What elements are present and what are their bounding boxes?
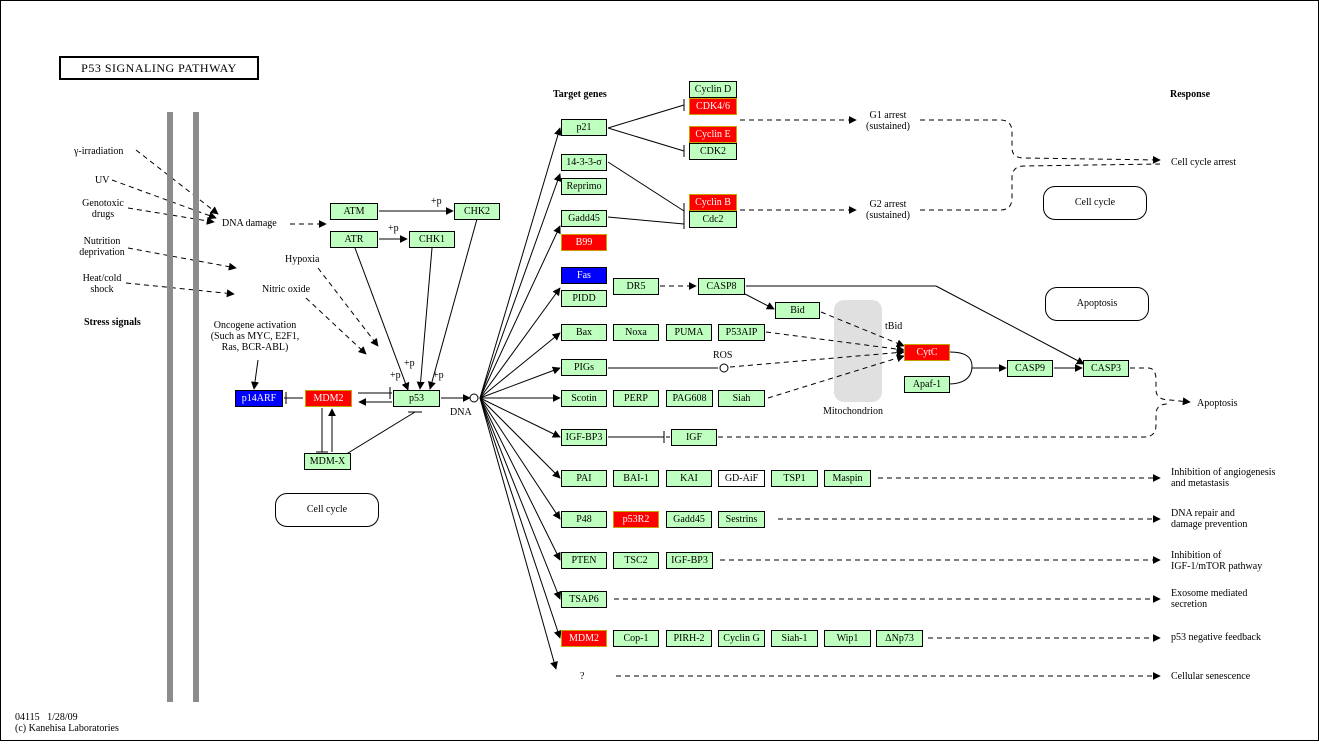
- gene-tsc2[interactable]: TSC2: [613, 552, 659, 569]
- gene-casp3[interactable]: CASP3: [1083, 360, 1129, 377]
- gene-dr5[interactable]: DR5: [613, 278, 659, 295]
- gene-gadd45-2[interactable]: Gadd45: [666, 511, 712, 528]
- dna-node: [469, 393, 479, 403]
- gene-p48[interactable]: P48: [561, 511, 607, 528]
- gene-bax[interactable]: Bax: [561, 324, 607, 341]
- gene-tsp1[interactable]: TSP1: [771, 470, 818, 487]
- gene-pidd[interactable]: PIDD: [561, 290, 607, 307]
- gene-bid[interactable]: Bid: [775, 302, 820, 319]
- gene-p53[interactable]: p53: [393, 390, 440, 407]
- gene-kai[interactable]: KAI: [666, 470, 712, 487]
- gene-p53aip[interactable]: P53AIP: [718, 324, 765, 341]
- gene-b99[interactable]: B99: [561, 234, 607, 251]
- gene-mdm2[interactable]: MDM2: [305, 390, 352, 407]
- gene-cyclin-e[interactable]: Cyclin E: [689, 126, 737, 143]
- gene-scotin[interactable]: Scotin: [561, 390, 607, 407]
- gene-noxa[interactable]: Noxa: [613, 324, 659, 341]
- gene-mdm2-2[interactable]: MDM2: [561, 630, 607, 647]
- gene-casp9[interactable]: CASP9: [1007, 360, 1053, 377]
- gene-pigs[interactable]: PIGs: [561, 359, 607, 376]
- gene-tsap6[interactable]: TSAP6: [561, 591, 607, 608]
- membrane-bar-right: [193, 112, 199, 702]
- mitochondrion-shape: [834, 300, 882, 402]
- gene-apaf-1[interactable]: Apaf-1: [904, 376, 950, 393]
- gene-cdc2[interactable]: Cdc2: [689, 211, 737, 228]
- gene-cdk2[interactable]: CDK2: [689, 143, 737, 160]
- gene-p53r2[interactable]: p53R2: [613, 511, 659, 528]
- gene-chk1[interactable]: CHK1: [409, 231, 455, 248]
- gene-cdk4-6[interactable]: CDK4/6: [689, 98, 737, 115]
- gene-fas[interactable]: Fas: [561, 267, 607, 284]
- gene-maspin[interactable]: Maspin: [824, 470, 871, 487]
- gene-reprimo[interactable]: Reprimo: [561, 178, 607, 195]
- gene-gd-aif[interactable]: GD-AiF: [718, 470, 765, 487]
- gene-sestrins[interactable]: Sestrins: [718, 511, 765, 528]
- gene-gadd45[interactable]: Gadd45: [561, 210, 607, 227]
- gene-p21[interactable]: p21: [561, 119, 607, 136]
- gene-siah[interactable]: Siah: [718, 390, 765, 407]
- gene-pai[interactable]: PAI: [561, 470, 607, 487]
- ros-node: [719, 363, 729, 373]
- gene-igf-bp3-2[interactable]: IGF-BP3: [666, 552, 713, 569]
- gene-p14arf[interactable]: p14ARF: [235, 390, 283, 407]
- gene-pag608[interactable]: PAG608: [666, 390, 713, 407]
- gene-cyclin-g[interactable]: Cyclin G: [718, 630, 765, 647]
- gene-igf[interactable]: IGF: [671, 429, 717, 446]
- gene-atm[interactable]: ATM: [330, 203, 378, 220]
- gene-cyclin-d[interactable]: Cyclin D: [689, 81, 737, 98]
- gene-pten[interactable]: PTEN: [561, 552, 607, 569]
- gene-atr[interactable]: ATR: [330, 231, 378, 248]
- gene-14-3-3-sigma[interactable]: 14-3-3-σ: [561, 154, 607, 171]
- membrane-bar-left: [167, 112, 173, 702]
- gene-mdm-x[interactable]: MDM-X: [304, 453, 351, 470]
- gene-delta-np73[interactable]: ΔNp73: [876, 630, 923, 647]
- gene-bai-1[interactable]: BAI-1: [613, 470, 659, 487]
- gene-pirh-2[interactable]: PIRH-2: [666, 630, 712, 647]
- gene-puma[interactable]: PUMA: [666, 324, 712, 341]
- gene-casp8[interactable]: CASP8: [698, 278, 745, 295]
- gene-cytc[interactable]: CytC: [904, 344, 950, 361]
- gene-perp[interactable]: PERP: [613, 390, 659, 407]
- gene-chk2[interactable]: CHK2: [454, 203, 500, 220]
- gene-wip1[interactable]: Wip1: [824, 630, 871, 647]
- gene-siah-1[interactable]: Siah-1: [771, 630, 818, 647]
- gene-cop-1[interactable]: Cop-1: [613, 630, 659, 647]
- gene-igf-bp3[interactable]: IGF-BP3: [561, 429, 607, 446]
- gene-cyclin-b[interactable]: Cyclin B: [689, 194, 737, 211]
- page-title: P53 SIGNALING PATHWAY: [59, 56, 259, 80]
